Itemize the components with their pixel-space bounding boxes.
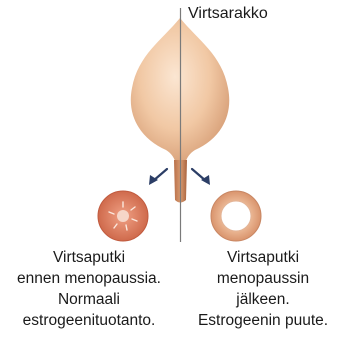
caption-before-line-3: Normaali <box>5 289 173 310</box>
bladder-label: Virtsarakko <box>188 5 268 23</box>
caption-after-line-1: Virtsaputki <box>180 247 346 268</box>
arrow-right-icon <box>192 169 210 185</box>
urethra-after-cross-section <box>211 191 261 241</box>
caption-before-line-4: estrogeenituotanto. <box>5 310 173 331</box>
caption-before-line-1: Virtsaputki <box>5 247 173 268</box>
caption-after-menopause: Virtsaputki menopaussin jälkeen. Estroge… <box>180 247 346 331</box>
caption-after-line-2: menopaussin <box>180 268 346 289</box>
urethra-before-cross-section <box>98 191 148 241</box>
caption-after-line-4: Estrogeenin puute. <box>180 310 346 331</box>
caption-after-line-3: jälkeen. <box>180 289 346 310</box>
arrow-left-icon <box>149 169 167 185</box>
caption-before-line-2: ennen menopaussia. <box>5 268 173 289</box>
caption-before-menopause: Virtsaputki ennen menopaussia. Normaali … <box>5 247 173 331</box>
